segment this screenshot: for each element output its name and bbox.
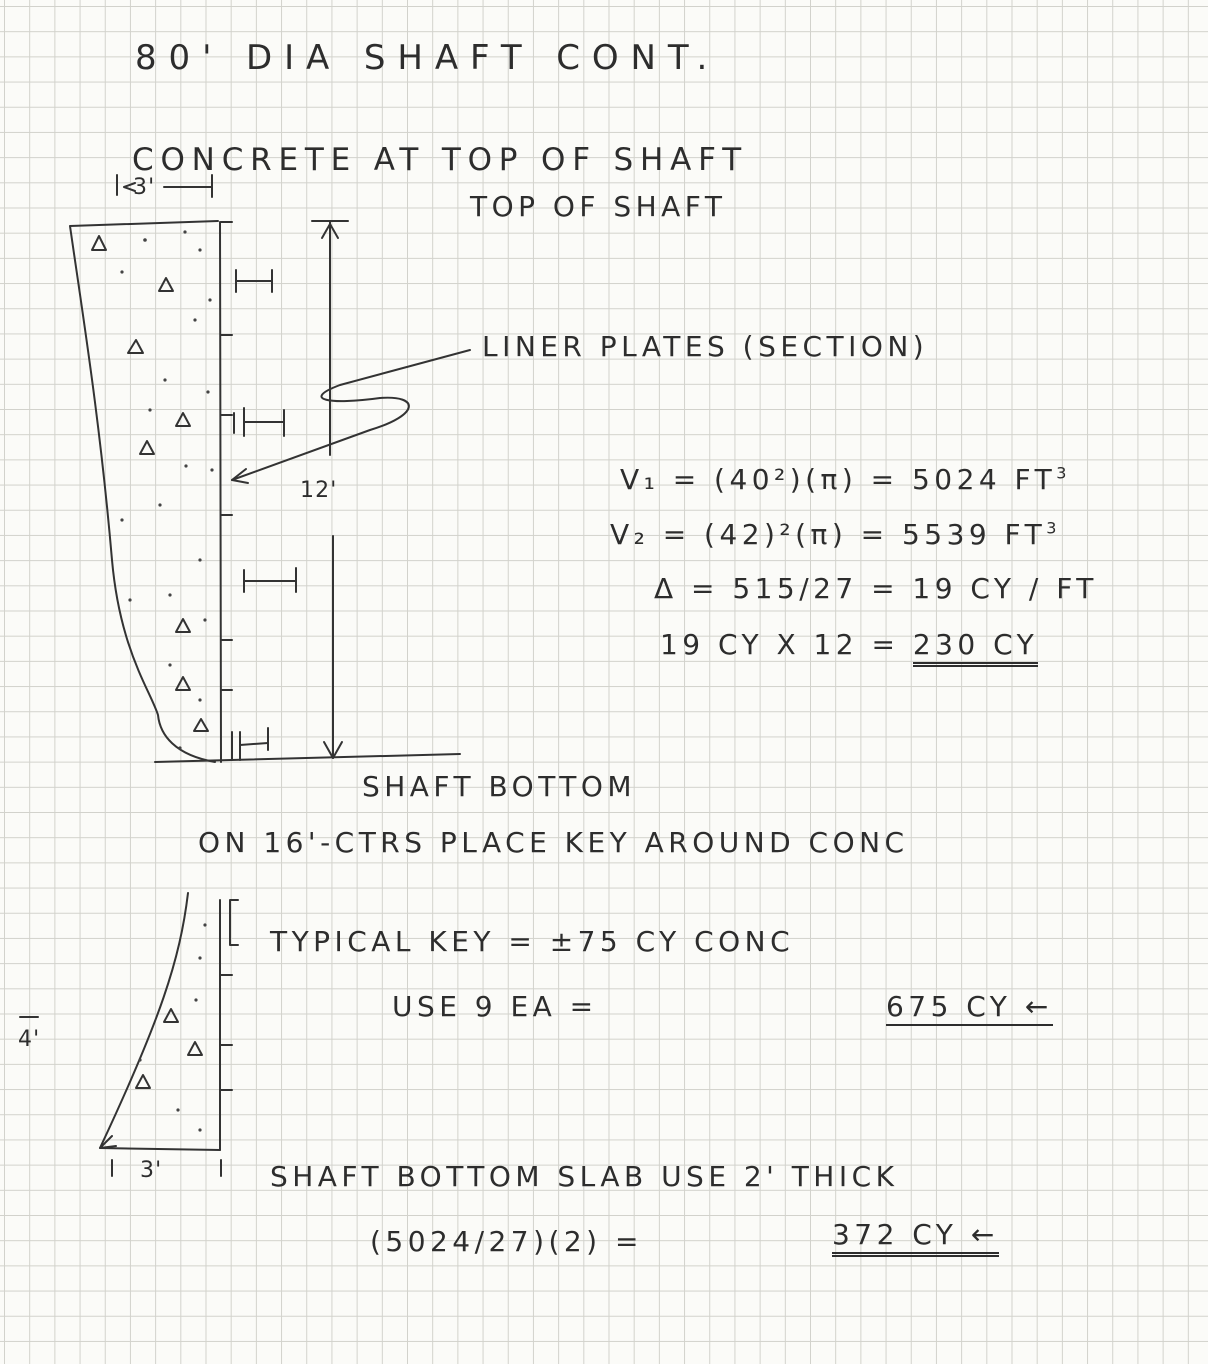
- liner-plates-label: LINER PLATES (SECTION): [482, 330, 929, 363]
- bottom-slab-label: SHAFT BOTTOM SLAB USE 2' THICK: [270, 1160, 899, 1193]
- typical-key-text: TYPICAL KEY = ±75 CY CONC: [270, 925, 795, 958]
- bolt-symbols: [231, 269, 297, 761]
- calc-total-prefix: 19 CY X 12 =: [660, 628, 913, 661]
- page-title: 80' DIA SHAFT CONT.: [135, 38, 720, 78]
- top-of-shaft-label: TOP OF SHAFT: [470, 190, 727, 223]
- calc-volume-2-text: V₂ = (42)²(π) = 5539 FT: [610, 518, 1047, 551]
- liner-plate-leader: [231, 349, 471, 484]
- section-heading: CONCRETE AT TOP OF SHAFT: [132, 142, 749, 178]
- calc-volume-2: V₂ = (42)²(π) = 5539 FT3: [610, 518, 1061, 551]
- width-dimension-label: 3': [133, 175, 156, 200]
- concrete-outline: [69, 220, 219, 763]
- key-width-label: 3': [140, 1158, 163, 1183]
- calc-volume-2-exponent: 3: [1046, 518, 1061, 538]
- calc-volume-1: V₁ = (40²)(π) = 5024 FT3: [620, 463, 1071, 496]
- bottom-slab-result: 372 CY ←: [832, 1218, 999, 1257]
- key-spacing-note: ON 16'-CTRS PLACE KEY AROUND CONC: [198, 826, 909, 859]
- calc-volume-1-exponent: 3: [1056, 463, 1071, 483]
- shaft-bottom-label: SHAFT BOTTOM: [362, 770, 637, 803]
- calc-volume-1-text: V₁ = (40²)(π) = 5024 FT: [620, 463, 1057, 496]
- shaft-bottom-line: [154, 753, 461, 763]
- use-keys-prefix: USE 9 EA =: [392, 990, 598, 1023]
- calc-total: 19 CY X 12 = 230 CY: [660, 628, 1039, 667]
- calc-delta: Δ = 515/27 = 19 CY / FT: [654, 572, 1098, 605]
- height-dimension-label: 12': [300, 478, 338, 503]
- key-height-label: 4': [18, 1027, 41, 1052]
- calc-total-result: 230 CY: [912, 628, 1039, 667]
- liner-plate-wall: [219, 221, 233, 763]
- bottom-slab-formula: (5024/27)(2) =: [370, 1225, 643, 1258]
- aggregate-symbols: [91, 230, 214, 750]
- use-keys-result: 675 CY ←: [886, 990, 1053, 1026]
- width-dimension-arrow: [116, 174, 213, 198]
